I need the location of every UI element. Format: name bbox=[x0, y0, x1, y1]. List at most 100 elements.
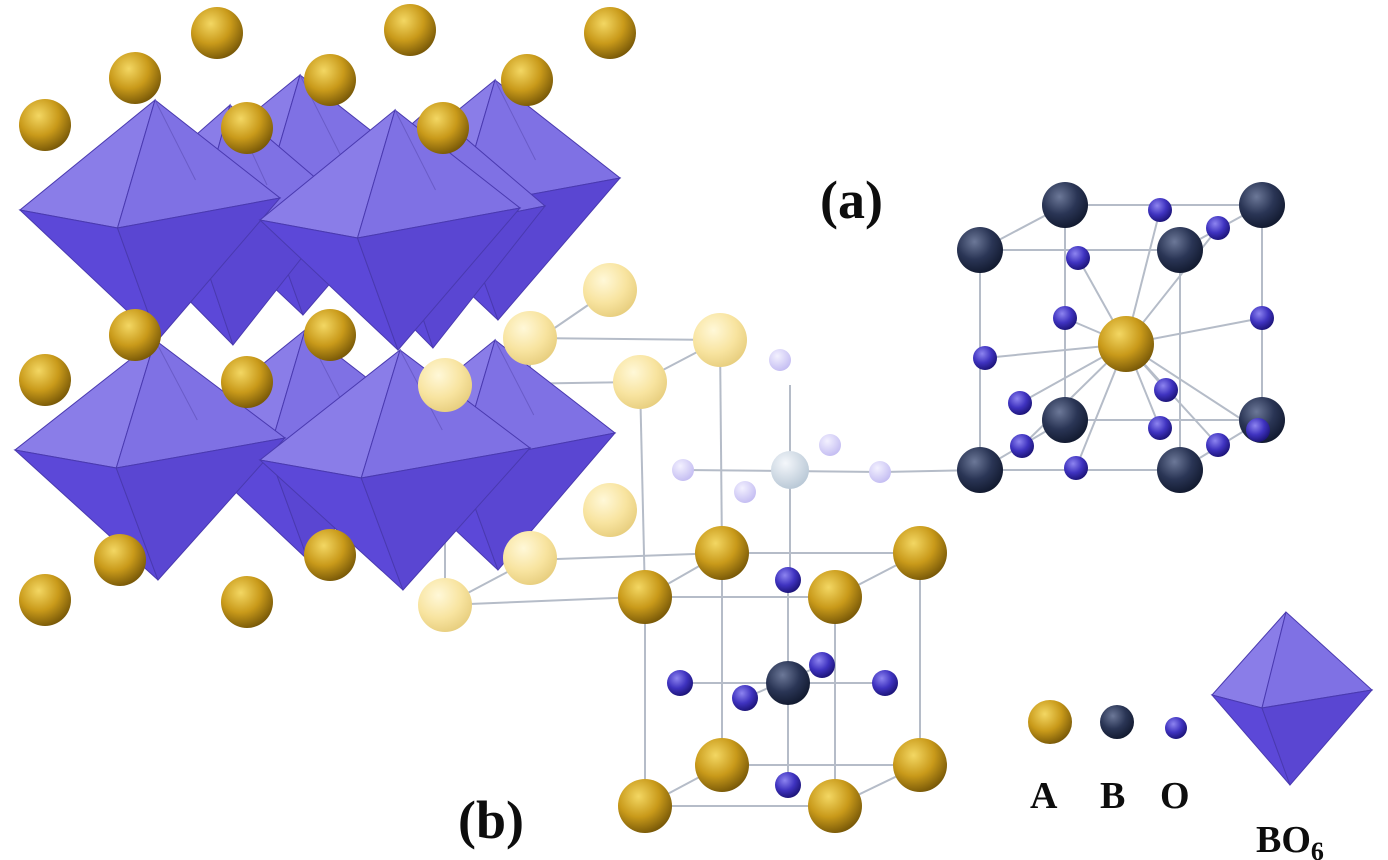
atom-a-faded bbox=[613, 355, 667, 409]
atom-o-faded bbox=[869, 461, 891, 483]
octahedron-back-edge bbox=[154, 339, 198, 421]
legend-label-a: A bbox=[1030, 775, 1058, 817]
atom-b-faded bbox=[771, 451, 809, 489]
atom-o bbox=[872, 670, 898, 696]
atom-o bbox=[1246, 418, 1270, 442]
atom-b bbox=[1157, 227, 1203, 273]
bo6-octahedron bbox=[258, 108, 522, 351]
panel-b-label: (b) bbox=[458, 790, 524, 850]
atom-a bbox=[221, 102, 273, 154]
atom-o bbox=[775, 772, 801, 798]
bond-line bbox=[719, 339, 723, 554]
octahedron-back-edge bbox=[394, 109, 436, 191]
atom-o bbox=[667, 670, 693, 696]
atom-a bbox=[19, 574, 71, 626]
legend-label-bo6-main: BO bbox=[1256, 819, 1311, 860]
legend-label-o: O bbox=[1160, 775, 1190, 817]
atom-a bbox=[808, 570, 862, 624]
legend: A B O BO6 bbox=[1030, 775, 1324, 860]
atom-a bbox=[893, 738, 947, 792]
atoms bbox=[19, 4, 1374, 833]
atom-o-faded bbox=[819, 434, 841, 456]
atom-a bbox=[417, 102, 469, 154]
atom-a bbox=[221, 576, 273, 628]
atom-o bbox=[775, 567, 801, 593]
atom-a bbox=[893, 526, 947, 580]
atom-a bbox=[94, 534, 146, 586]
atom-a bbox=[221, 356, 273, 408]
bo6-octahedron bbox=[18, 98, 282, 341]
atom-a-faded bbox=[503, 311, 557, 365]
atom-a bbox=[109, 52, 161, 104]
atom-o bbox=[1148, 416, 1172, 440]
atom-a-faded bbox=[418, 358, 472, 412]
panel-a-label: (a) bbox=[820, 170, 883, 230]
atom-o bbox=[1008, 391, 1032, 415]
atom-a bbox=[584, 7, 636, 59]
octahedron-back-edge bbox=[494, 79, 536, 161]
octahedron-face-lower-right bbox=[360, 447, 532, 591]
atom-a bbox=[618, 779, 672, 833]
atom-a bbox=[19, 99, 71, 151]
atom-o-faded bbox=[769, 349, 791, 371]
atom-a bbox=[384, 4, 436, 56]
atom-a bbox=[304, 309, 356, 361]
octahedron-back-edge bbox=[154, 99, 196, 181]
atom-o-faded bbox=[672, 459, 694, 481]
legend-label-bo6: BO6 bbox=[1256, 819, 1324, 860]
atom-a bbox=[618, 570, 672, 624]
octahedron-face-lower-right bbox=[116, 197, 282, 341]
bond-line bbox=[529, 337, 721, 341]
atom-a bbox=[109, 309, 161, 361]
atom-a bbox=[1098, 316, 1154, 372]
legend-atom-o bbox=[1165, 717, 1187, 739]
legend-atom-a bbox=[1028, 700, 1072, 744]
bo6-octahedron bbox=[258, 348, 532, 591]
atom-o bbox=[1206, 433, 1230, 457]
atom-b bbox=[1042, 182, 1088, 228]
atom-a-faded bbox=[418, 578, 472, 632]
atom-a-faded bbox=[583, 483, 637, 537]
legend-label-bo6-sub: 6 bbox=[1311, 837, 1324, 860]
atom-a bbox=[808, 779, 862, 833]
bond-lines bbox=[444, 204, 1263, 807]
atom-o bbox=[1053, 306, 1077, 330]
octahedron-face-lower-right bbox=[115, 437, 287, 581]
atom-o bbox=[1064, 456, 1088, 480]
atom-o-faded bbox=[734, 481, 756, 503]
atom-o bbox=[1066, 246, 1090, 270]
bond-line bbox=[639, 381, 646, 598]
legend-label-b: B bbox=[1100, 775, 1125, 817]
bond-line bbox=[529, 552, 723, 561]
atom-o bbox=[1154, 378, 1178, 402]
atom-a bbox=[304, 529, 356, 581]
atom-a bbox=[191, 7, 243, 59]
atom-a bbox=[695, 738, 749, 792]
atom-o bbox=[1206, 216, 1230, 240]
bond-line bbox=[444, 596, 641, 606]
atom-b bbox=[957, 447, 1003, 493]
legend-atom-b bbox=[1100, 705, 1134, 739]
atom-b bbox=[766, 661, 810, 705]
atom-o bbox=[973, 346, 997, 370]
atom-a bbox=[501, 54, 553, 106]
atom-b bbox=[1239, 182, 1285, 228]
octahedron-face-lower-right bbox=[356, 207, 522, 351]
atom-a bbox=[304, 54, 356, 106]
atom-o bbox=[809, 652, 835, 678]
atom-a-faded bbox=[583, 263, 637, 317]
atom-b bbox=[1157, 447, 1203, 493]
atom-a-faded bbox=[693, 313, 747, 367]
atom-b bbox=[957, 227, 1003, 273]
bo6-octahedron bbox=[13, 338, 287, 581]
legend-bo6-octahedron bbox=[1210, 611, 1374, 786]
atom-o bbox=[1010, 434, 1034, 458]
atom-o bbox=[732, 685, 758, 711]
atom-b bbox=[1042, 397, 1088, 443]
atom-a bbox=[19, 354, 71, 406]
atom-a-faded bbox=[503, 531, 557, 585]
octahedron-back-edge bbox=[494, 339, 535, 416]
atom-o bbox=[1148, 198, 1172, 222]
octahedron-face-lower-right bbox=[1261, 689, 1374, 786]
